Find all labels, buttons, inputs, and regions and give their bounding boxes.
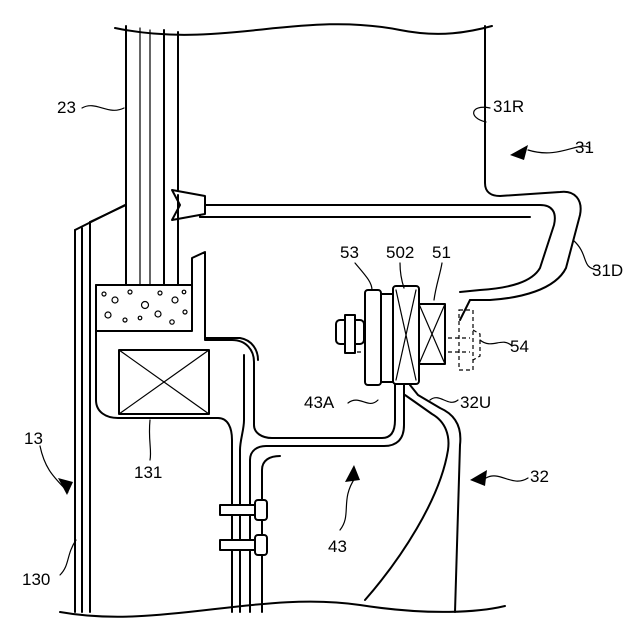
component-31-bracket	[172, 26, 581, 300]
label-31R: 31R	[493, 97, 524, 116]
label-31D: 31D	[592, 261, 623, 280]
label-43A: 43A	[304, 393, 335, 412]
label-43: 43	[328, 537, 347, 556]
label-502: 502	[386, 243, 414, 262]
label-23: 23	[57, 98, 76, 117]
component-43-bracket	[250, 385, 404, 612]
bottom-break-line	[60, 602, 505, 617]
arrow-31	[510, 145, 528, 160]
label-130: 130	[22, 570, 50, 589]
label-53: 53	[340, 243, 359, 262]
label-131: 131	[134, 463, 162, 482]
label-32: 32	[530, 467, 549, 486]
top-break-line	[115, 24, 492, 35]
label-54: 54	[510, 337, 529, 356]
arrow-13	[58, 478, 73, 495]
component-23-column	[126, 26, 178, 285]
foam-block	[96, 285, 192, 331]
fastener-stack	[336, 286, 480, 385]
arrow-32	[470, 470, 487, 486]
arrow-43	[345, 465, 360, 482]
label-51: 51	[432, 243, 451, 262]
label-31: 31	[575, 138, 594, 157]
bolt-assembly	[220, 500, 267, 555]
label-13: 13	[24, 429, 43, 448]
label-32U: 32U	[460, 393, 491, 412]
